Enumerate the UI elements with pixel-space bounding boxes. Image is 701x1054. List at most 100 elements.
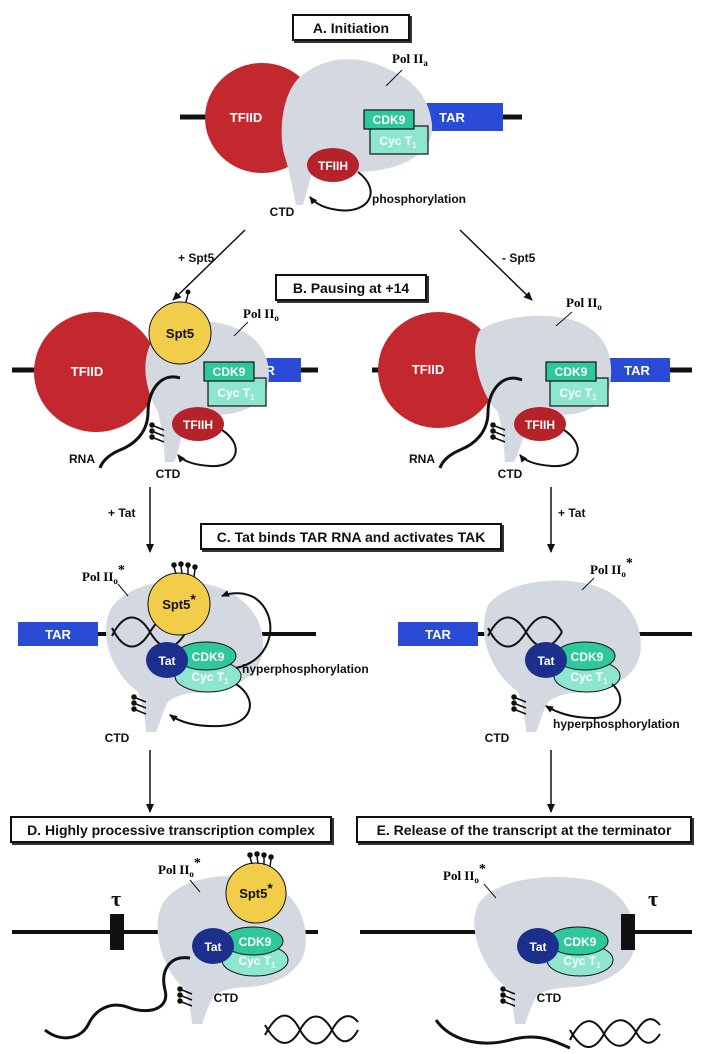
terminator-block-e xyxy=(621,914,635,950)
tat-label-d: Tat xyxy=(204,940,221,954)
tat-label-e: Tat xyxy=(529,940,546,954)
pol-o-pointer-c-left xyxy=(117,583,129,597)
hyperphospho-arrow-spt5-c-left xyxy=(221,590,272,669)
ctd-label-b-right: CTD xyxy=(498,467,523,481)
cyct1-label-c-right: Cyc T1 xyxy=(570,670,608,686)
cyct1-label-b-right: Cyc T1 xyxy=(559,386,597,402)
tfiid-b-right xyxy=(378,312,498,428)
cdk9-label-d: CDK9 xyxy=(239,935,272,949)
pol-o-pointer-e xyxy=(483,883,497,899)
tfiid-b-left xyxy=(34,312,158,432)
ctd-phospho-marks-d xyxy=(177,986,193,1007)
panel-e: τ Cyc T1 CDK9 Tat CTD Pol IIo* xyxy=(360,862,692,1050)
ctd-label-c-left: CTD xyxy=(105,731,130,745)
rna-label-b-left: RNA xyxy=(69,452,95,466)
spt5-phospho-marks-c-left xyxy=(171,561,198,578)
cyct1-label-e: Cyc T1 xyxy=(563,954,601,970)
tat-e xyxy=(517,928,559,964)
stage-c-title: C. Tat binds TAR RNA and activates TAK xyxy=(200,523,502,550)
panel-b-left: TAR TFIID Spt5 Cyc T1 CDK9 TFIIH RNA CTD… xyxy=(12,289,318,481)
cyct1-label-d: Cyc T1 xyxy=(238,954,276,970)
tar-block-c-right xyxy=(398,622,478,646)
tar-block-c-left xyxy=(18,622,98,646)
tar-rna-helix-d xyxy=(264,1014,359,1045)
cdk9-label-c-left: CDK9 xyxy=(192,650,225,664)
plus-tat-label-left: + Tat xyxy=(108,506,135,520)
tfiih-label-b-right: TFIIH xyxy=(525,418,555,432)
pol-o-label-c-left: Pol IIo* xyxy=(82,563,125,586)
rna-label-b-right: RNA xyxy=(409,452,435,466)
spt5-b-left xyxy=(148,301,212,365)
tat-c-right xyxy=(525,642,567,678)
hyperphospho-arrow-ctd-c-right xyxy=(545,683,622,720)
ctd-phospho-marks-c-left xyxy=(131,694,147,715)
cdk9-box-b-left xyxy=(203,361,255,382)
phosphorylation-arrow-a xyxy=(309,171,372,212)
tau-label-e: τ xyxy=(648,886,658,911)
tfiih-label-b-left: TFIIH xyxy=(183,418,213,432)
phospho-arrow-b-left xyxy=(177,429,237,468)
panel-a: TAR TFIID Cyc T1 CDK9 TFIIH phosphorylat… xyxy=(180,51,522,219)
cyct1-box-b-left xyxy=(207,377,267,407)
terminator-block-d xyxy=(110,914,124,950)
spt5-phospho-marks-d xyxy=(247,851,274,868)
ctd-label-c-right: CTD xyxy=(485,731,510,745)
spt5-label-c-left: Spt5* xyxy=(162,591,196,612)
pol-o-label-d: Pol IIo* xyxy=(158,856,201,879)
tfiih-a xyxy=(307,148,359,182)
cdk9-box-b-right xyxy=(545,361,597,382)
arrow-plus-spt5 xyxy=(172,229,246,301)
hyperphospho-arrow-ctd-c-left xyxy=(169,683,251,728)
tat-label-c-right: Tat xyxy=(537,654,554,668)
tfiid-label-b-right: TFIID xyxy=(412,362,445,377)
tfiih-b-right xyxy=(514,407,566,441)
phosphorylation-label-a: phosphorylation xyxy=(372,192,466,206)
cdk9-box-a xyxy=(363,109,415,130)
plus-tat-label-right: + Tat xyxy=(558,506,585,520)
rna-b-right xyxy=(438,376,523,469)
ctd-phospho-marks-b-right xyxy=(490,422,506,443)
cdk9-label-b-right: CDK9 xyxy=(555,365,588,379)
ctd-label-a: CTD xyxy=(270,205,295,219)
spt5-d xyxy=(225,862,287,924)
hyperphosphorylation-label-c-left: hyperphosphorylation xyxy=(242,662,369,676)
stage-d-title: D. Highly processive transcription compl… xyxy=(10,816,332,843)
ctd-phospho-marks-e xyxy=(500,986,516,1007)
panel-c-right: TAR Cyc T1 CDK9 Tat CTD hyperphosphoryla… xyxy=(398,556,692,745)
hyperphosphorylation-label-c-right: hyperphosphorylation xyxy=(553,717,680,731)
spt5-label-d: Spt5* xyxy=(239,880,273,901)
minus-spt5-label: - Spt5 xyxy=(502,251,536,265)
tar-label-a: TAR xyxy=(439,110,465,125)
cyct1-label-b-left: Cyc T1 xyxy=(217,386,255,402)
spt5-label-b-left: Spt5 xyxy=(166,326,194,341)
cdk9-label-e: CDK9 xyxy=(564,935,597,949)
ctd-label-e: CTD xyxy=(537,991,562,1005)
panel-b-right: TAR TFIID Cyc T1 CDK9 TFIIH RNA CTD Pol … xyxy=(372,295,692,481)
tfiih-b-left xyxy=(172,407,224,441)
tfiih-label-a: TFIIH xyxy=(318,159,348,173)
tar-label-c-right: TAR xyxy=(425,627,451,642)
released-rna-e xyxy=(434,1019,571,1050)
stage-a-title: A. Initiation xyxy=(292,14,410,41)
cdk9-label-c-right: CDK9 xyxy=(571,650,604,664)
ctd-phospho-marks-c-right xyxy=(511,694,527,715)
tar-block-b-right xyxy=(604,358,670,382)
panel-d: τ Spt5* Cyc T1 CDK9 Tat CTD Pol IIo* xyxy=(12,851,359,1045)
arrow-minus-spt5 xyxy=(459,229,533,301)
spt5-phospho-stalk-b-left xyxy=(185,293,189,303)
phospho-arrow-b-right xyxy=(519,429,579,468)
plus-spt5-label: + Spt5 xyxy=(178,251,215,265)
cdk9-label-a: CDK9 xyxy=(373,113,406,127)
pol-o-label-b-left: Pol IIo xyxy=(243,306,279,323)
tat-d xyxy=(192,928,234,964)
pol-o-pointer-b-right xyxy=(555,311,573,327)
spt5-phospho-dot-b-left xyxy=(185,289,191,295)
pol-o-pointer-c-right xyxy=(581,577,595,591)
pol-o-label-e: Pol IIo* xyxy=(443,862,486,885)
pol-o-pointer-b-left xyxy=(233,321,249,337)
stage-b-title: B. Pausing at +14 xyxy=(275,274,427,301)
pol-a-pointer xyxy=(385,69,403,87)
pol-o-label-c-right: Pol IIo* xyxy=(590,556,633,579)
pol-o-pointer-d xyxy=(189,879,201,893)
